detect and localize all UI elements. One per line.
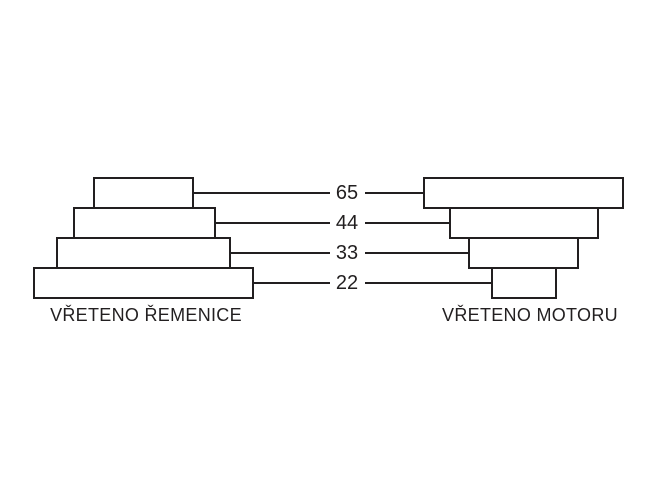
speed-value-65: 65: [335, 182, 359, 204]
motor-pulley-step-4: [491, 267, 557, 299]
speed-value-44: 44: [335, 212, 359, 234]
motor-pulley-label: VŘETENO MOTORU: [442, 305, 618, 325]
spindle-pulley-step-1: [93, 177, 194, 209]
belt-line-33-left: [230, 252, 330, 254]
belt-line-44-right: [365, 222, 450, 224]
motor-pulley-step-2: [449, 207, 599, 239]
belt-line-65-left: [193, 192, 330, 194]
belt-line-33-right: [365, 252, 469, 254]
belt-line-22-left: [253, 282, 330, 284]
motor-pulley-step-3: [468, 237, 579, 269]
belt-line-65-right: [365, 192, 424, 194]
motor-pulley-step-1: [423, 177, 624, 209]
spindle-pulley-step-3: [56, 237, 231, 269]
belt-line-22-right: [365, 282, 492, 284]
speed-value-33: 33: [335, 242, 359, 264]
speed-value-22: 22: [335, 272, 359, 294]
belt-line-44-left: [215, 222, 330, 224]
spindle-pulley-step-2: [73, 207, 216, 239]
spindle-pulley-label: VŘETENO ŘEMENICE: [50, 305, 242, 325]
spindle-pulley-step-4: [33, 267, 254, 299]
